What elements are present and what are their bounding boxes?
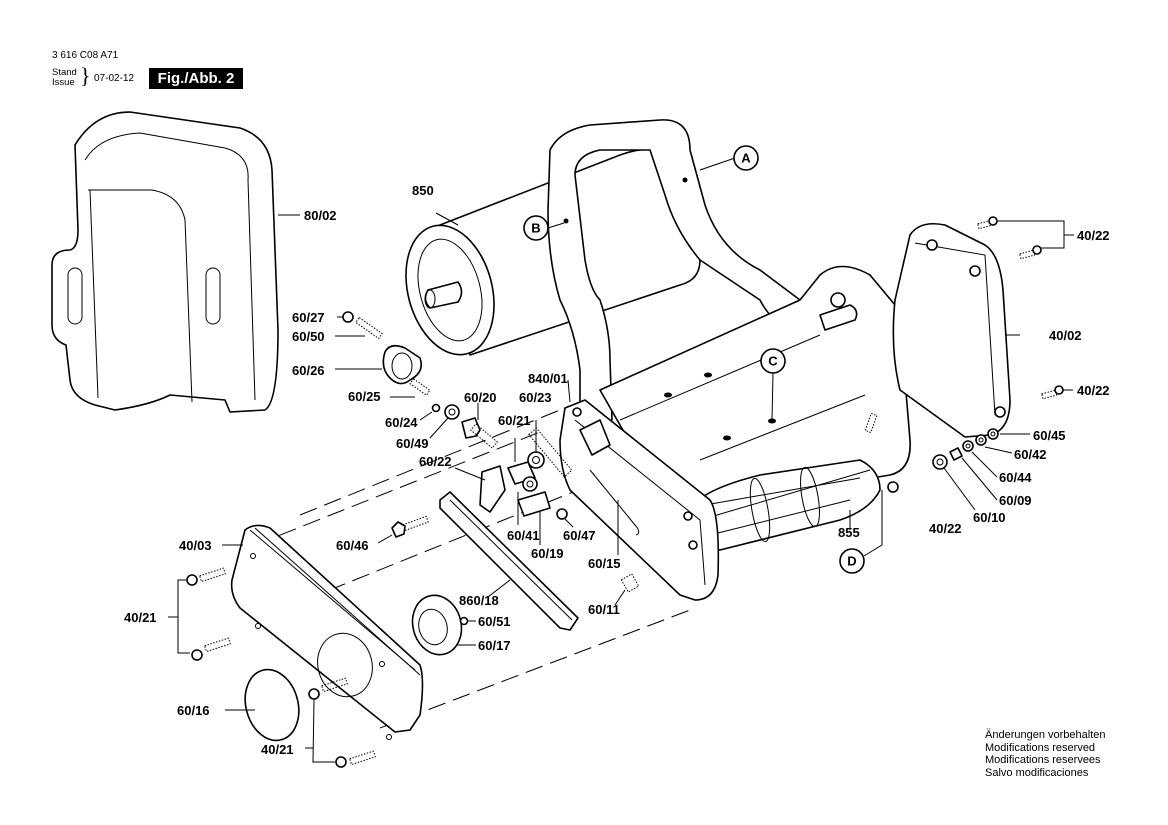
- label-60-20: 60/20: [464, 390, 497, 405]
- part-40-03-side-cover: [222, 524, 424, 740]
- label-855: 855: [838, 525, 860, 540]
- callout-A: A: [733, 145, 759, 171]
- label-40-03: 40/03: [179, 538, 212, 553]
- label-60-41: 60/41: [507, 528, 540, 543]
- label-60-19: 60/19: [531, 546, 564, 561]
- brace-glyph: }: [80, 63, 91, 88]
- callout-B-label: B: [531, 221, 540, 236]
- label-860-18: 860/18: [459, 593, 499, 608]
- part-labels: 80/02 850 40/22 40/02 40/22 60/45 60/42 …: [124, 183, 1110, 757]
- left-knob-assembly: [335, 311, 460, 439]
- notice-line-fr: Modifications reservees: [985, 754, 1101, 766]
- label-60-45: 60/45: [1033, 428, 1066, 443]
- label-60-22: 60/22: [419, 454, 452, 469]
- modifications-notice: Änderungen vorbehalten Modifications res…: [985, 729, 1105, 779]
- part-60-16-disc: [225, 668, 300, 742]
- label-60-09: 60/09: [999, 493, 1032, 508]
- part-handle-frame: [547, 119, 807, 423]
- label-850: 850: [412, 183, 434, 198]
- label-40-22-top: 40/22: [1077, 228, 1110, 243]
- label-60-26: 60/26: [292, 363, 325, 378]
- label-40-22-bot: 40/22: [929, 521, 962, 536]
- notice-line-es: Salvo modificaciones: [985, 766, 1089, 779]
- callout-C: C: [760, 348, 786, 421]
- label-60-49: 60/49: [396, 436, 429, 451]
- label-840-01: 840/01: [528, 371, 568, 386]
- label-40-22-mid: 40/22: [1077, 383, 1110, 398]
- label-80-02: 80/02: [304, 208, 337, 223]
- label-60-44: 60/44: [999, 470, 1032, 485]
- label-40-21-bot: 40/21: [261, 742, 294, 757]
- label-60-50: 60/50: [292, 329, 325, 344]
- issue-label: Issue: [52, 77, 75, 88]
- callout-C-label: C: [768, 354, 778, 369]
- part-60-17-washer: [411, 594, 476, 656]
- center-linkage-parts: [454, 403, 574, 545]
- part-840-01-side-plate: [559, 379, 720, 601]
- part-850-roller: [405, 148, 701, 356]
- label-60-23: 60/23: [519, 390, 552, 405]
- stand-issue-label: Stand Issue: [52, 68, 77, 88]
- label-40-02: 40/02: [1049, 328, 1082, 343]
- figure-label: Fig./Abb. 2: [149, 68, 243, 89]
- part-60-46-bolt: [377, 515, 429, 544]
- part-40-02-side-cover: [892, 222, 1020, 438]
- label-60-16: 60/16: [177, 703, 210, 718]
- label-40-21-top: 40/21: [124, 610, 157, 625]
- callout-A-label: A: [741, 151, 751, 166]
- issue-date: 07-02-12: [94, 73, 135, 84]
- label-60-24: 60/24: [385, 415, 418, 430]
- part-number: 3 616 C08 A71: [52, 50, 119, 61]
- label-60-25: 60/25: [348, 389, 381, 404]
- label-60-46: 60/46: [336, 538, 369, 553]
- label-60-17: 60/17: [478, 638, 511, 653]
- stand-label: Stand: [52, 67, 77, 78]
- label-60-47: 60/47: [563, 528, 596, 543]
- part-860-18-rail: [439, 491, 579, 631]
- callout-D: D: [839, 490, 883, 574]
- callout-D-label: D: [847, 554, 856, 569]
- notice-line-de: Änderungen vorbehalten: [985, 729, 1106, 741]
- label-60-42: 60/42: [1014, 447, 1047, 462]
- callout-B: B: [523, 215, 549, 241]
- label-60-21: 60/21: [498, 413, 531, 428]
- label-60-11: 60/11: [588, 602, 620, 617]
- part-80-02-cover: [51, 111, 300, 413]
- label-60-27: 60/27: [292, 310, 325, 325]
- right-fasteners: [932, 216, 1074, 511]
- label-60-10: 60/10: [973, 510, 1006, 525]
- part-855-blade-cylinder: [689, 459, 899, 551]
- part-60-11-spring: [614, 573, 640, 606]
- notice-line-en: Modifications reserved: [985, 741, 1096, 754]
- label-60-51: 60/51: [478, 614, 511, 629]
- label-60-15: 60/15: [588, 556, 621, 571]
- part-60-15-spring: [528, 427, 640, 555]
